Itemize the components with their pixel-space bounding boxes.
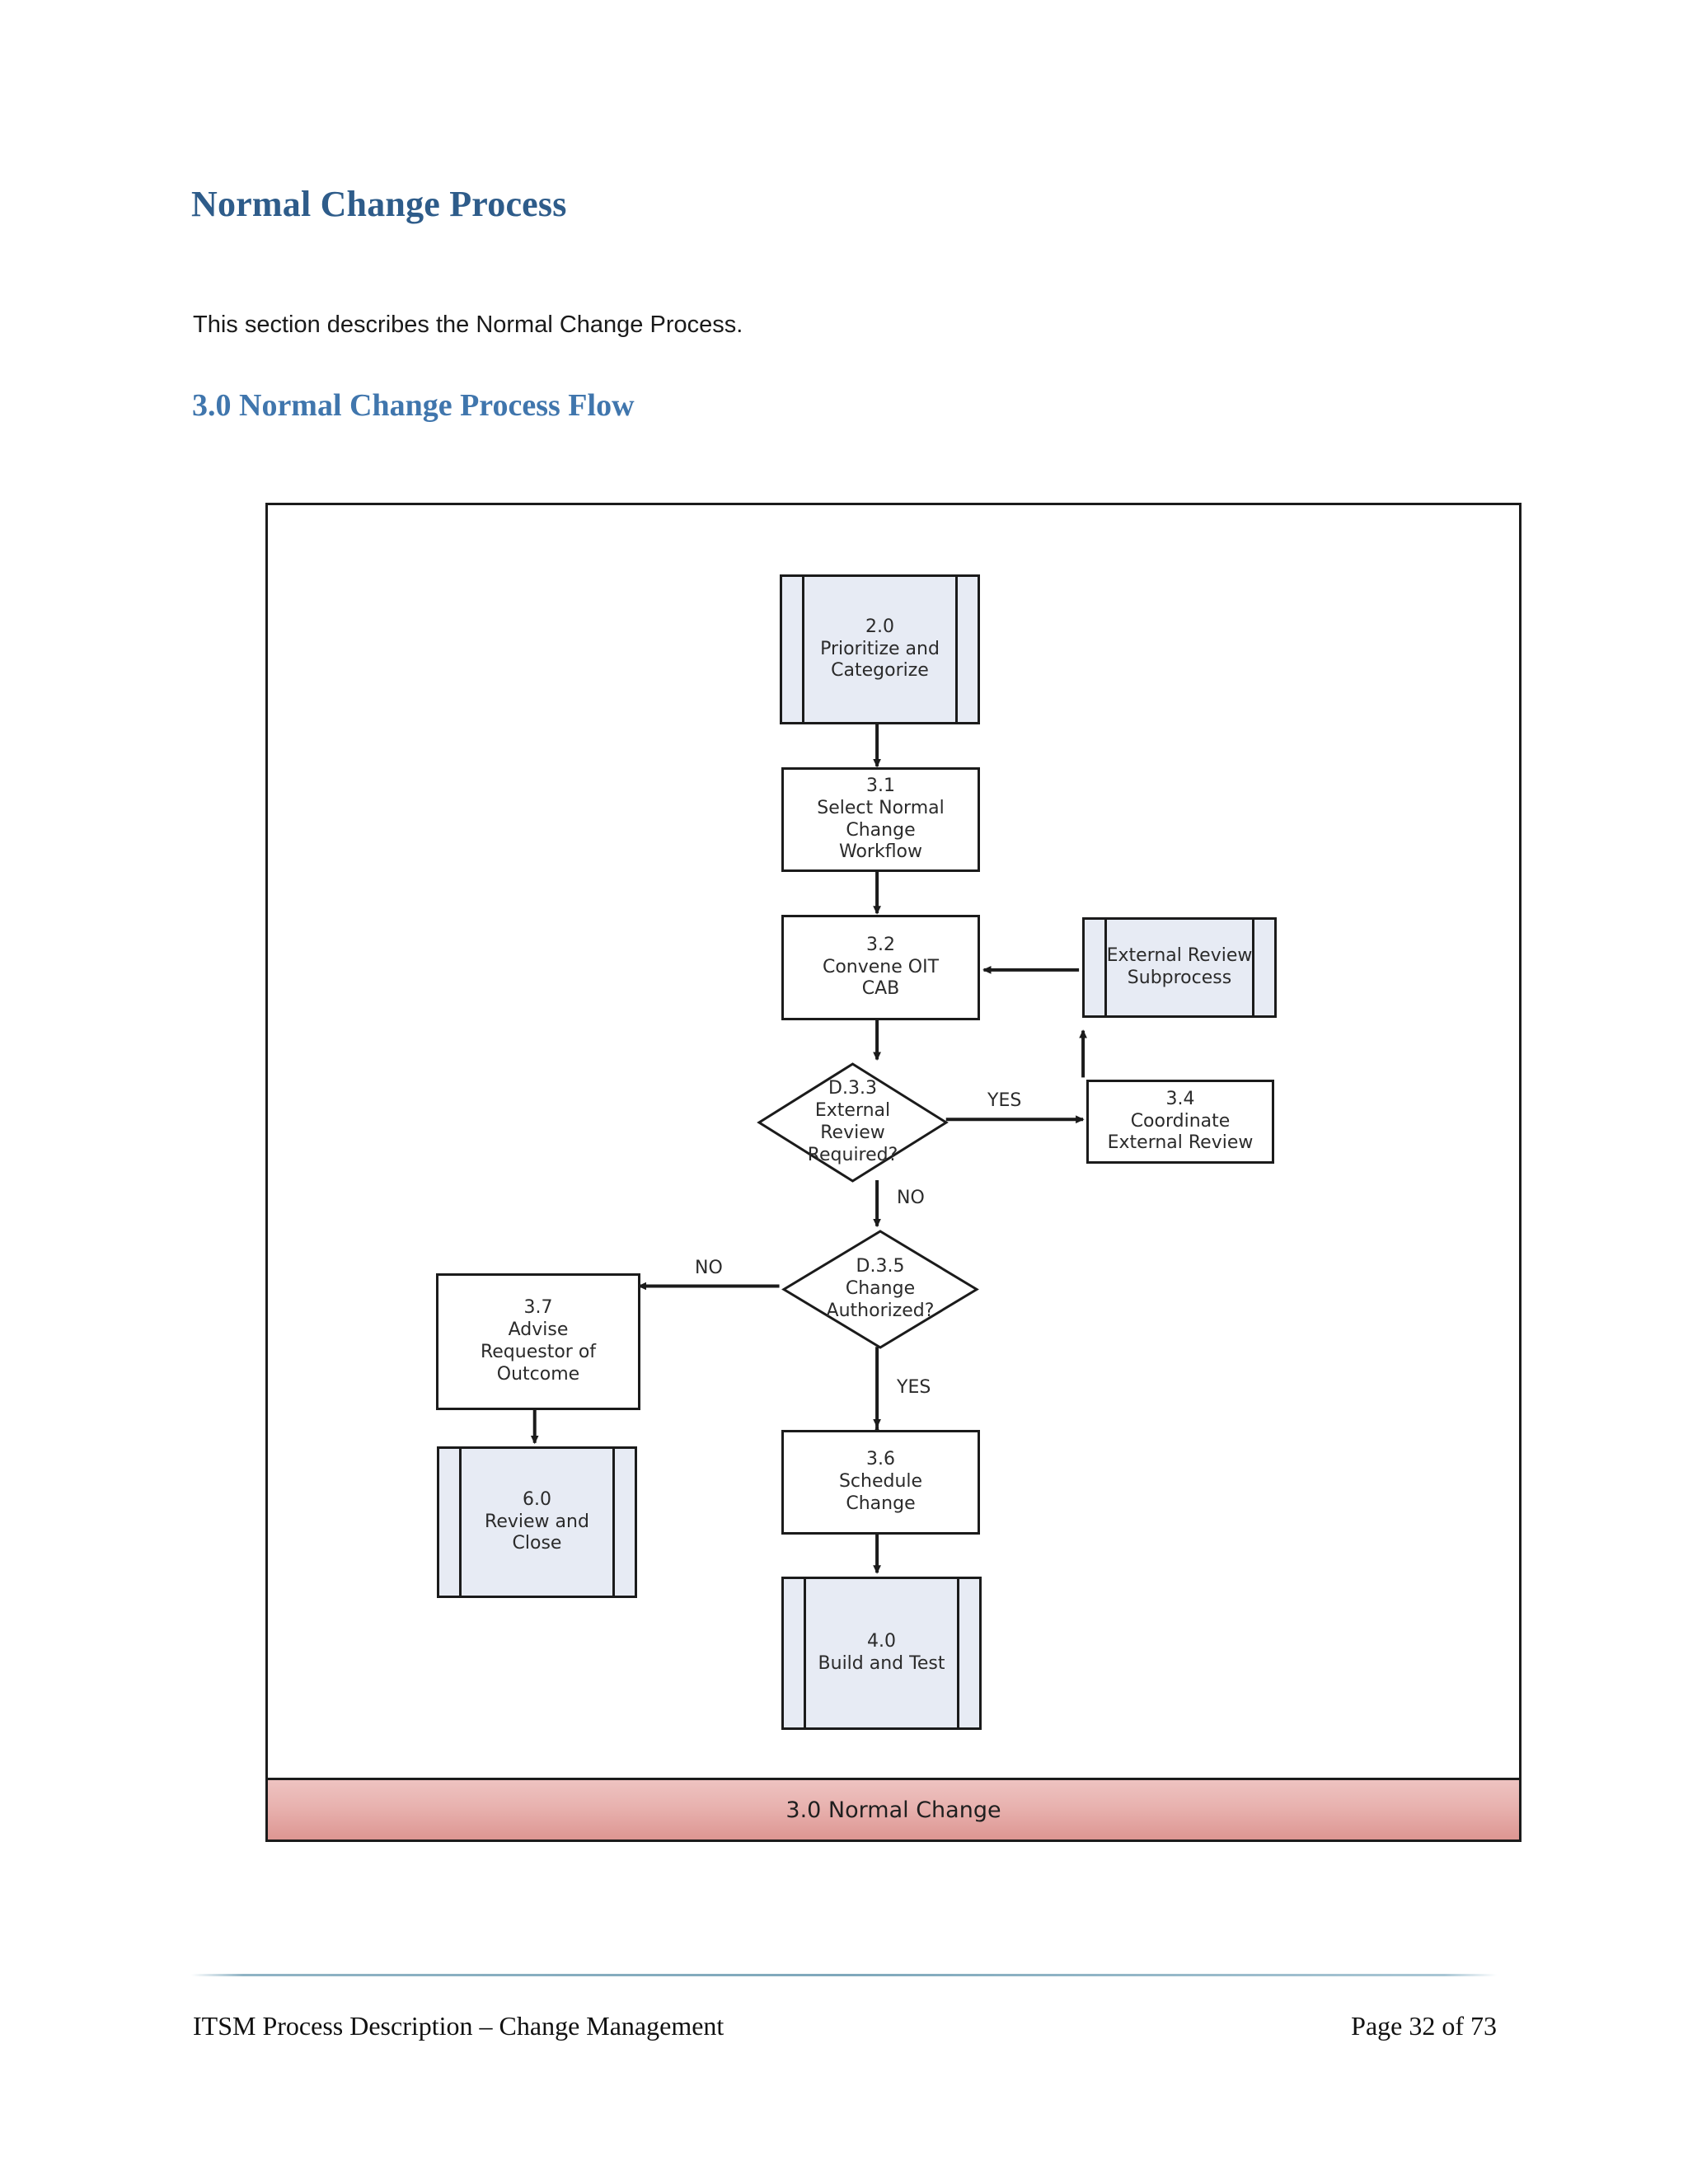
process-flow-diagram: 2.0 Prioritize and Categorize 3.1 Select… [265,503,1522,1842]
node-4-0-build-and-test[interactable]: 4.0 Build and Test [781,1577,982,1730]
diamond-shape [781,1230,979,1349]
node-label: 3.2 Convene OIT CAB [822,934,940,1000]
diamond-shape [757,1062,949,1183]
decision-d-3-5-change-authorized[interactable]: D.3.5 Change Authorized? [781,1229,979,1350]
node-3-7-advise-requestor-of-outcome[interactable]: 3.7 Advise Requestor of Outcome [436,1273,640,1410]
node-3-1-select-normal-change-workflow[interactable]: 3.1 Select Normal Change Workflow [781,767,980,872]
swimlane-label: 3.0 Normal Change [785,1797,1001,1823]
swimlane-band: 3.0 Normal Change [265,1778,1522,1842]
node-3-6-schedule-change[interactable]: 3.6 Schedule Change [781,1430,980,1535]
intro-paragraph: This section describes the Normal Change… [193,312,743,338]
flow-connectors [530,724,1087,1574]
footer-document-title: ITSM Process Description – Change Manage… [193,2011,724,2041]
section-subheading: 3.0 Normal Change Process Flow [192,388,635,423]
edge-label-d35-no: NO [695,1258,723,1278]
page-title: Normal Change Process [191,184,567,224]
node-label: D.3.5 Change Authorized? [826,1256,935,1321]
node-label: D.3.3 External Review Required? [807,1078,898,1165]
edge-label-d33-no: NO [897,1188,925,1208]
edge-label-d33-yes: YES [987,1090,1022,1111]
footer-page-number: Page 32 of 73 [1351,2011,1497,2041]
node-2-0-prioritize-and-categorize[interactable]: 2.0 Prioritize and Categorize [780,574,980,724]
node-3-4-coordinate-external-review[interactable]: 3.4 Coordinate External Review [1086,1080,1274,1164]
node-label: External Review Subprocess [1106,945,1253,988]
node-label: 2.0 Prioritize and Categorize [820,616,940,682]
node-label: 3.6 Schedule Change [838,1449,923,1514]
node-label: 6.0 Review and Close [485,1488,589,1554]
footer-divider [191,1974,1497,1976]
node-6-0-review-and-close[interactable]: 6.0 Review and Close [437,1446,637,1598]
node-label: 3.7 Advise Requestor of Outcome [480,1297,597,1385]
node-3-2-convene-oit-cab[interactable]: 3.2 Convene OIT CAB [781,915,980,1020]
node-label: 3.1 Select Normal Change Workflow [817,775,945,863]
edge-label-d35-yes: YES [897,1377,931,1398]
node-label: 4.0 Build and Test [818,1631,945,1674]
node-external-review-subprocess[interactable]: External Review Subprocess [1082,917,1277,1018]
decision-d-3-3-external-review-required[interactable]: D.3.3 External Review Required? [757,1062,949,1183]
node-label: 3.4 Coordinate External Review [1107,1088,1254,1154]
